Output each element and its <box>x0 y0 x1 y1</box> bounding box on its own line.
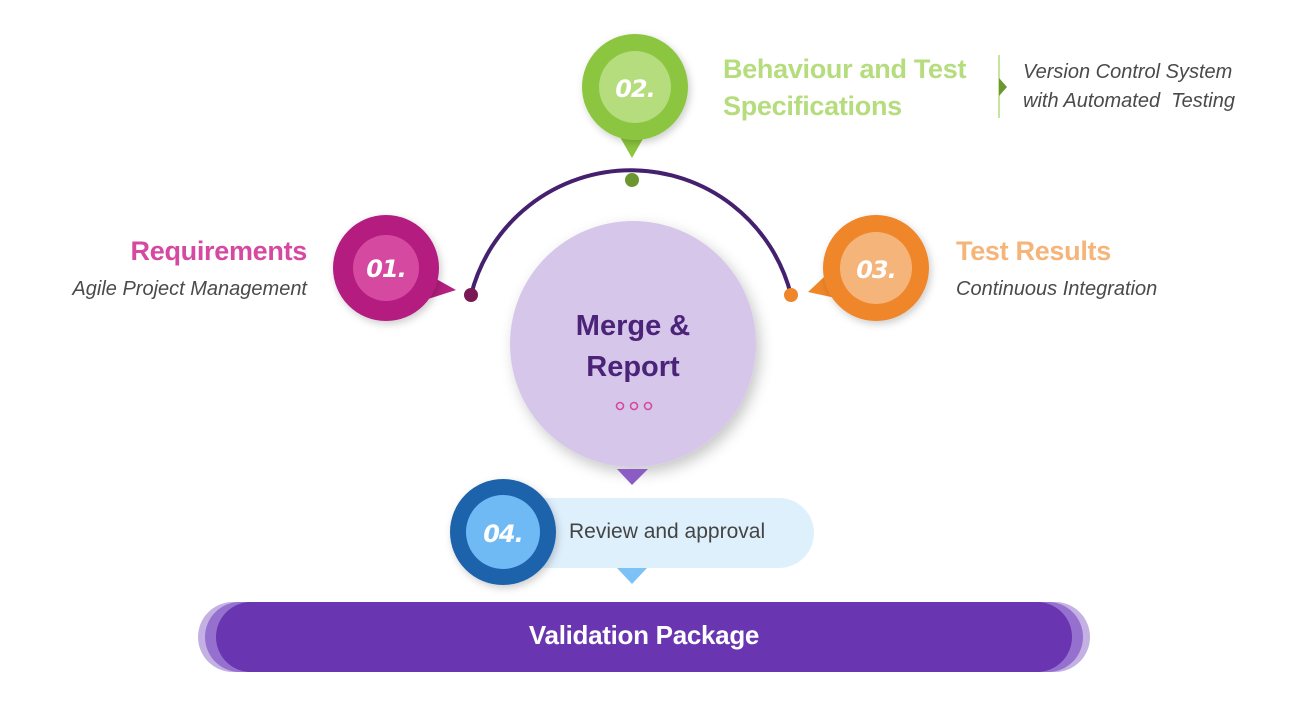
step1-badge: 01. <box>333 215 456 321</box>
package-bar <box>216 602 1072 672</box>
triangle-right-icon <box>999 78 1007 96</box>
center-title-line1: Merge & <box>575 310 691 342</box>
center-pointer <box>617 469 648 485</box>
step3-title: Test Results <box>956 236 1111 266</box>
step4-badge: 04. <box>450 479 556 585</box>
review-pill <box>500 498 814 568</box>
step1-number: 01. <box>366 255 406 283</box>
arc-dot-step1 <box>464 288 478 302</box>
dot-icon <box>643 401 653 411</box>
step4-label: Review and approval <box>569 520 766 543</box>
package-label: Validation Package <box>528 620 760 650</box>
step2-badge: 02. <box>582 34 688 158</box>
merge-report-node <box>510 221 756 467</box>
step3-subtitle: Continuous Integration <box>956 278 1158 300</box>
step2-subtitle-line2: with Automated Testing <box>1023 90 1235 112</box>
step3-number: 03. <box>856 256 896 284</box>
step1-title: Requirements <box>130 236 308 266</box>
step4-number: 04. <box>483 520 523 548</box>
dot-icon <box>629 401 639 411</box>
arc-dot-step3 <box>784 288 798 302</box>
center-title-line2: Report <box>586 351 680 383</box>
step2-subtitle-line1: Version Control System <box>1023 61 1233 83</box>
step3-badge: 03. <box>808 215 929 321</box>
step2-title-line1: Behaviour and Test <box>723 54 967 84</box>
step2-title-line2: Specifications <box>723 91 902 121</box>
step1-subtitle: Agile Project Management <box>72 278 307 300</box>
connector-arc <box>469 168 793 296</box>
review-pointer <box>617 568 647 584</box>
dot-icon <box>615 401 625 411</box>
arc-dot-step2 <box>625 173 639 187</box>
step2-number: 02. <box>615 75 655 103</box>
